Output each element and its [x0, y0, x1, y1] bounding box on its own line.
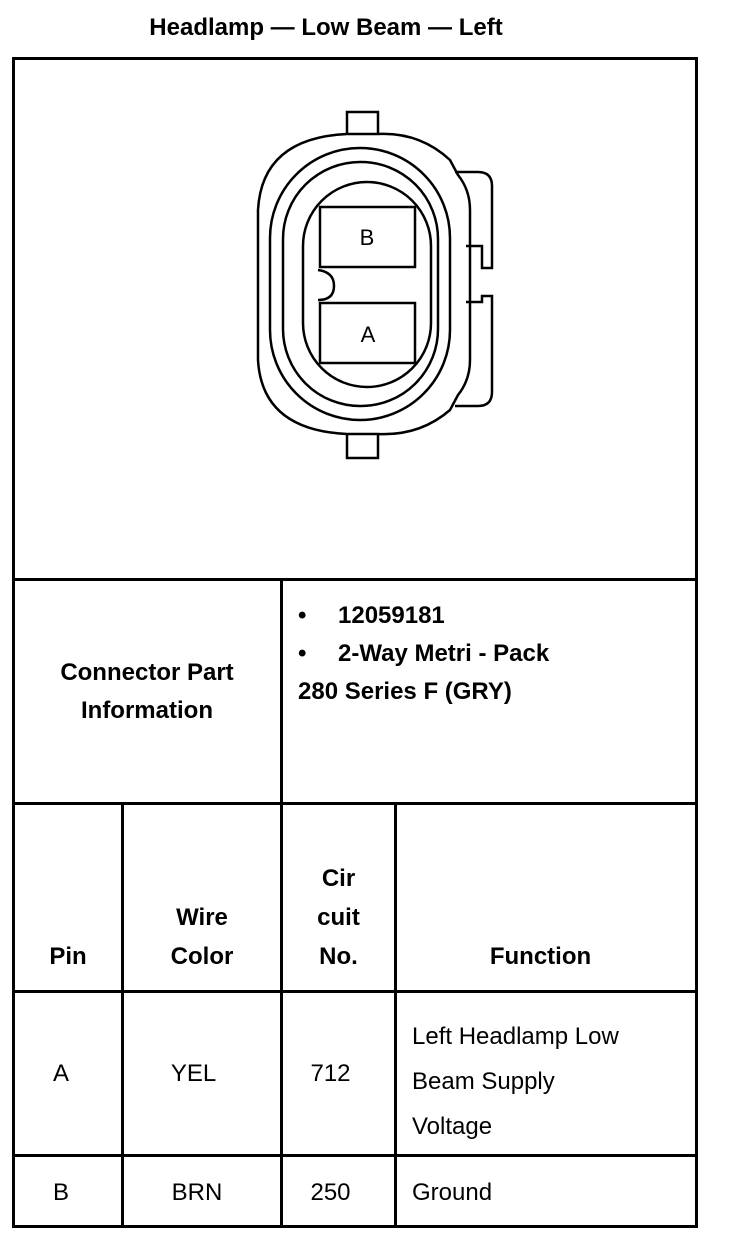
- pin-b-label: B: [360, 225, 375, 250]
- connector-part-label-line2: Information: [80, 696, 213, 724]
- page-title: Headlamp — Low Beam — Left: [149, 14, 503, 41]
- bullet-item: • 12059181: [298, 597, 549, 635]
- part-number: 12059181: [338, 602, 445, 629]
- connector-part-label: Connector Part Information: [15, 581, 279, 802]
- header-pin: Pin: [49, 943, 87, 970]
- table-cell-function: Left Headlamp Low Beam Supply Voltage: [412, 1023, 619, 1140]
- divider: [12, 802, 698, 805]
- bullet-icon: •: [298, 640, 307, 667]
- divider: [121, 802, 124, 1228]
- table-cell-circuit: 250: [310, 1179, 351, 1206]
- header-wire-color: Wire Color: [170, 904, 234, 970]
- table-cell-function: Ground: [412, 1179, 493, 1206]
- connector-series: 280 Series F (GRY): [298, 678, 512, 705]
- header-circuit-no: Cir cuit No.: [317, 865, 360, 970]
- connector-part-info: • 12059181 • 2-Way Metri - Pack 280 Seri…: [298, 597, 549, 711]
- connector-type: 2-Way Metri - Pack: [338, 640, 550, 667]
- connector-face-diagram: B A: [256, 110, 494, 460]
- table-cell-pin: B: [52, 1179, 69, 1206]
- table-cell-wire-color: BRN: [171, 1179, 223, 1206]
- pin-a-label: A: [361, 322, 376, 347]
- table-cell-pin: A: [52, 1060, 69, 1087]
- divider: [12, 578, 698, 581]
- divider: [12, 990, 698, 993]
- table-cell-circuit: 712: [310, 1060, 351, 1087]
- divider: [394, 802, 397, 1228]
- divider: [12, 1154, 698, 1157]
- bullet-icon: •: [298, 602, 307, 629]
- connector-part-label-line1: Connector Part: [60, 658, 234, 686]
- bullet-item: • 2-Way Metri - Pack: [298, 635, 549, 673]
- divider: [280, 578, 283, 1228]
- table-cell-wire-color: YEL: [170, 1060, 217, 1087]
- connector-table-frame: [12, 57, 698, 1228]
- header-function: Function: [489, 943, 592, 970]
